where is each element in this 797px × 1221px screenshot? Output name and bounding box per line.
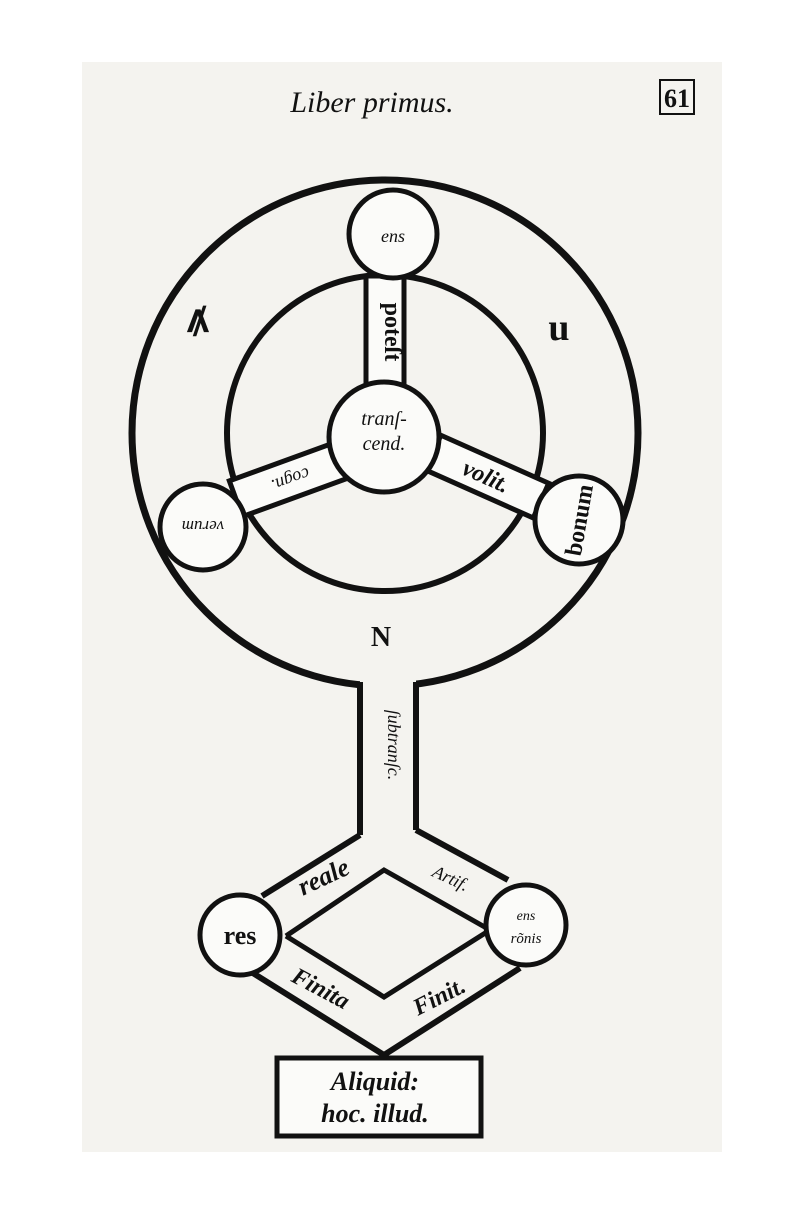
ring-right-label: u [548,307,569,349]
stem: ſubtranſc. [357,675,419,835]
aliquid-box-line-1: Aliquid: [329,1067,419,1096]
node-res-label: res [224,921,257,950]
spoke-right: volit. [422,431,553,522]
node-top-label: ens [381,226,405,246]
page-number-box: 61 [659,79,695,115]
node-center: tranſ- cend. [326,379,442,495]
node-center-label-2: cend. [363,433,406,455]
node-ens-rationis-label-2: rõnis [511,931,542,947]
node-ens-rationis-label-1: ens [517,909,536,924]
node-top: ens [346,187,440,281]
ring-bottom-label: N [371,622,391,653]
stem-label: ſubtranſc. [384,710,404,781]
spoke-top: poteſt [363,273,407,391]
page-title: Liber primus. [289,86,453,119]
spoke-top-label: poteſt [379,303,405,362]
node-left: verum [157,481,249,573]
edge-upper-right-label: Artif. [429,861,472,895]
lower-diamond [246,827,522,1059]
node-left-label: verum [182,517,224,536]
ring-left-label: ꝟ [186,301,209,346]
edge-lower-right-label: Finit. [408,973,470,1022]
page-number: 61 [664,84,690,113]
aliquid-box-line-2: hoc. illud. [321,1099,429,1128]
node-ens-rationis: ens rõnis [483,882,569,968]
node-right: bonum [532,473,626,567]
aliquid-box: Aliquid: hoc. illud. [274,1055,484,1139]
node-center-label-1: tranſ- [361,408,407,430]
node-res: res [197,892,283,978]
